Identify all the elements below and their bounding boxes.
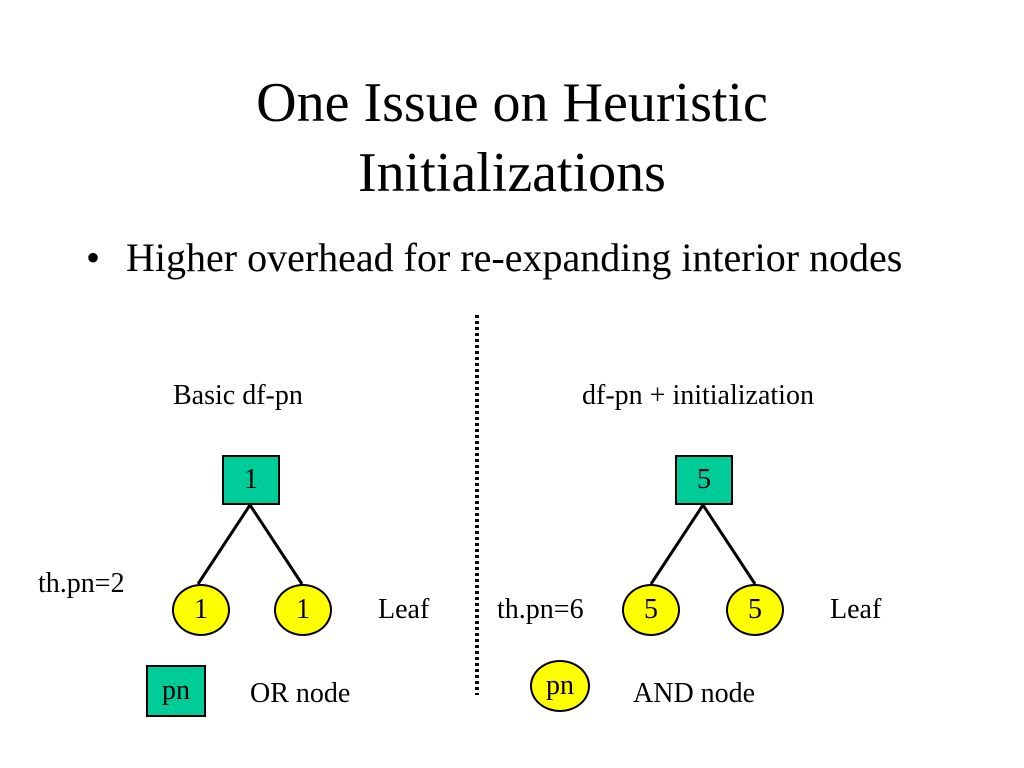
legend-and-node-symbol: pn [530, 660, 590, 712]
left-heading: Basic df-pn [173, 380, 303, 411]
left-root-or-node: 1 [222, 455, 280, 505]
bullet-symbol: • [86, 235, 101, 280]
left-child-1-value: 1 [194, 594, 208, 625]
left-root-value: 1 [244, 464, 258, 495]
legend-or-label: OR node [250, 678, 351, 709]
right-child-2-value: 5 [748, 594, 762, 625]
left-child-1-and-node: 1 [172, 584, 230, 636]
left-edge-2 [248, 504, 304, 585]
right-leaf-label: Leaf [830, 594, 882, 625]
left-threshold: th.pn=2 [38, 568, 125, 599]
right-child-1-and-node: 5 [622, 584, 680, 636]
right-child-2-and-node: 5 [726, 584, 784, 636]
title-line-2: Initializations [358, 142, 666, 204]
left-edge-1 [196, 504, 252, 585]
slide-title: One Issue on Heuristic Initializations [0, 68, 1024, 208]
left-leaf-label: Leaf [378, 594, 430, 625]
legend-and-label: AND node [633, 678, 756, 709]
right-child-1-value: 5 [644, 594, 658, 625]
right-threshold: th.pn=6 [497, 594, 584, 625]
right-root-or-node: 5 [675, 455, 733, 505]
right-edge-1 [649, 504, 705, 585]
legend-or-symbol-text: pn [162, 675, 190, 706]
left-child-2-value: 1 [296, 594, 310, 625]
right-root-value: 5 [697, 464, 711, 495]
bullet-text: Higher overhead for re-expanding interio… [126, 235, 903, 280]
right-edge-2 [701, 504, 757, 585]
title-line-1: One Issue on Heuristic [256, 72, 768, 134]
right-heading: df-pn + initialization [582, 380, 814, 411]
legend-or-node-symbol: pn [146, 665, 206, 717]
left-child-2-and-node: 1 [274, 584, 332, 636]
legend-and-symbol-text: pn [546, 670, 574, 701]
